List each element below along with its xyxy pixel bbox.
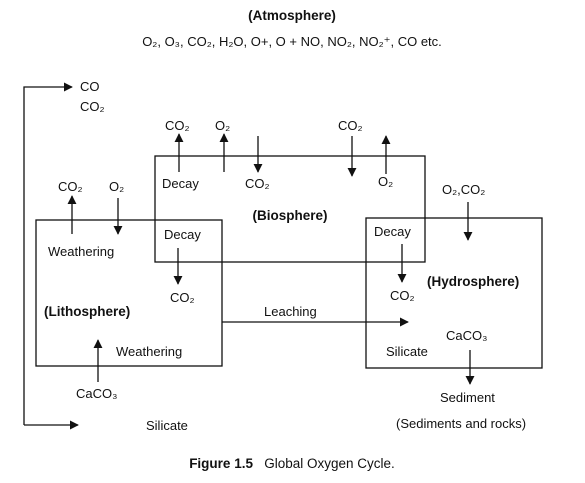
hydrosphere-title: (Hydrosphere) xyxy=(427,274,519,289)
biosphere-top-co2-left: CO₂ xyxy=(165,118,190,133)
lithosphere-title: (Lithosphere) xyxy=(44,304,130,319)
figure-number: Figure 1.5 xyxy=(189,456,253,471)
figure-caption: Figure 1.5 Global Oxygen Cycle. xyxy=(189,456,395,471)
top-left-co2: CO₂ xyxy=(80,99,105,114)
lithosphere-co2: CO₂ xyxy=(170,290,195,305)
leaching-label: Leaching xyxy=(264,304,317,319)
lithosphere-top-co2: CO₂ xyxy=(58,179,83,194)
lithosphere-box xyxy=(35,219,223,367)
hydrosphere-caco3: CaCO₃ xyxy=(446,328,487,343)
hydrosphere-box xyxy=(365,217,543,369)
biosphere-top-co2-right: CO₂ xyxy=(338,118,363,133)
lithosphere-silicate: Silicate xyxy=(146,418,188,433)
hydrosphere-decay-label: Decay xyxy=(374,224,411,239)
lithosphere-weathering-bottom: Weathering xyxy=(116,344,182,359)
lithosphere-caco3: CaCO₃ xyxy=(76,386,117,401)
hydrosphere-sediment: Sediment xyxy=(440,390,495,405)
atmosphere-title: (Atmosphere) xyxy=(248,8,336,23)
lithosphere-decay-label: Decay xyxy=(164,227,201,242)
top-left-co: CO xyxy=(80,79,100,94)
hydrosphere-o2co2: O₂,CO₂ xyxy=(442,182,485,197)
hydrosphere-silicate: Silicate xyxy=(386,344,428,359)
biosphere-decay-label: Decay xyxy=(162,176,199,191)
lithosphere-weathering-top: Weathering xyxy=(48,244,114,259)
lithosphere-top-o2: O₂ xyxy=(109,179,124,194)
atmosphere-species: O₂, O₃, CO₂, H₂O, O+, O + NO, NO₂, NO₂⁺,… xyxy=(142,34,442,49)
hydrosphere-sediments-rocks: (Sediments and rocks) xyxy=(396,416,526,431)
biosphere-title: (Biosphere) xyxy=(252,208,327,223)
biosphere-inner-co2: CO₂ xyxy=(245,176,270,191)
figure-caption-spacer xyxy=(253,456,264,471)
figure-caption-text: Global Oxygen Cycle. xyxy=(264,456,395,471)
biosphere-top-o2-left: O₂ xyxy=(215,118,230,133)
biosphere-inner-o2: O₂ xyxy=(378,174,393,189)
biosphere-box xyxy=(154,155,426,263)
outer-loop-up-arrow xyxy=(23,82,73,425)
hydrosphere-co2: CO₂ xyxy=(390,288,415,303)
